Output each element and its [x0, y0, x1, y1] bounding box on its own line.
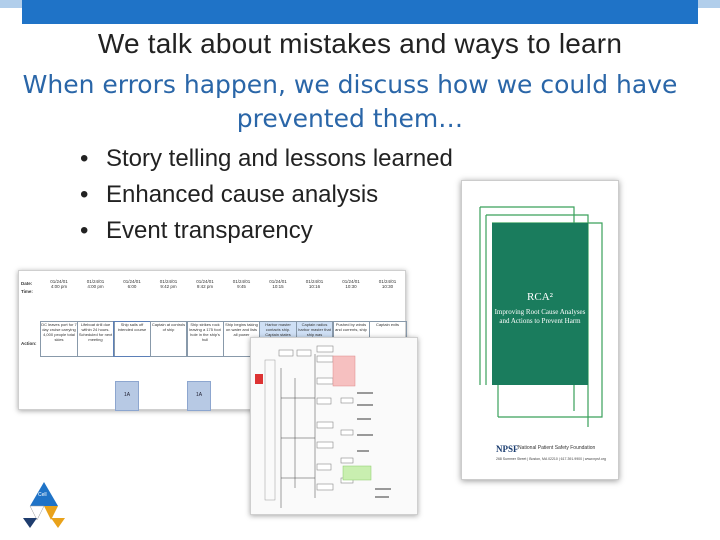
- timeline-date: 01/24/01: [232, 279, 251, 284]
- timeline-date: 01/24/01: [50, 279, 68, 284]
- timeline-time: 9:45: [237, 284, 246, 289]
- timeline-date: 01/24/01: [269, 279, 287, 284]
- rca-book-cover: RCA² Improving Root Cause Analyses and A…: [461, 180, 619, 480]
- npsf-logo: NPSF: [496, 444, 519, 454]
- fishbone-diagram-image: [250, 337, 418, 515]
- timeline-marker: 1A: [187, 381, 211, 411]
- subtitle-line-2: prevented them…: [236, 104, 464, 133]
- slide-subtitle: When errors happen, we discuss how we co…: [10, 68, 690, 136]
- timeline-time: 4:00 pm: [87, 284, 104, 289]
- timeline-row-label: Time:: [21, 289, 33, 294]
- fishbone-diagram-graphic: [255, 345, 391, 508]
- bullet-list: Story telling and lessons learned Enhanc…: [80, 141, 453, 249]
- timeline-date: 01/24/01: [159, 279, 178, 284]
- bullet-item: Enhanced cause analysis: [80, 177, 453, 213]
- timeline-date: 01/24/01: [305, 279, 324, 284]
- timeline-action: Ship sails off intended course: [113, 321, 151, 357]
- timeline-date: 01/24/01: [123, 279, 141, 284]
- timeline-time: 10:16: [308, 284, 321, 289]
- timeline-time: 9:42 pm: [196, 284, 214, 289]
- timeline-action: Captain at controls of ship: [149, 321, 188, 357]
- bullet-item: Story telling and lessons learned: [80, 141, 453, 177]
- timeline-time: 9:42 pm: [160, 284, 177, 289]
- triangle-logo: Cell: [16, 480, 72, 528]
- bullet-item: Event transparency: [80, 213, 453, 249]
- timeline-date: 01/24/01: [378, 279, 397, 284]
- subtitle-line-1: When errors happen, we discuss how we co…: [22, 70, 678, 99]
- timeline-row-label: Date:: [21, 281, 33, 286]
- timeline-time: 10:30: [345, 284, 357, 289]
- book-green-panel: [492, 223, 588, 385]
- timeline-row-label: Action:: [21, 341, 37, 346]
- timeline-date: 01/24/01: [196, 279, 214, 284]
- org-name: National Patient Safety Foundation: [518, 445, 596, 451]
- timeline-date: 01/24/01: [86, 279, 105, 284]
- book-title: RCA²: [527, 291, 553, 303]
- timeline-action: Ship strikes rock leaving a 175 foot hol…: [186, 321, 224, 357]
- timeline-time: 10:30: [381, 284, 394, 289]
- org-address: 268 Summer Street | Boston, MA 02210 | 6…: [496, 457, 606, 461]
- timeline-date: 01/24/01: [342, 279, 360, 284]
- timeline-time: 6:00: [127, 284, 137, 289]
- logo-graphic: [23, 482, 65, 528]
- timeline-action: Lifeboat drill due within 24 hours. Sche…: [76, 321, 115, 357]
- timeline-marker: 1A: [115, 381, 139, 411]
- book-subtitle: Improving Root Cause Analyses and Action…: [494, 308, 586, 325]
- logo-label: Cell: [38, 492, 47, 498]
- timeline-time: 4:00 pm: [50, 284, 68, 289]
- timeline-time: 10:15: [272, 284, 284, 289]
- slide-title: We talk about mistakes and ways to learn: [97, 28, 623, 59]
- top-accent-bar: [22, 0, 698, 24]
- timeline-action: DC leaves port for 7 day cruise carrying…: [40, 321, 78, 357]
